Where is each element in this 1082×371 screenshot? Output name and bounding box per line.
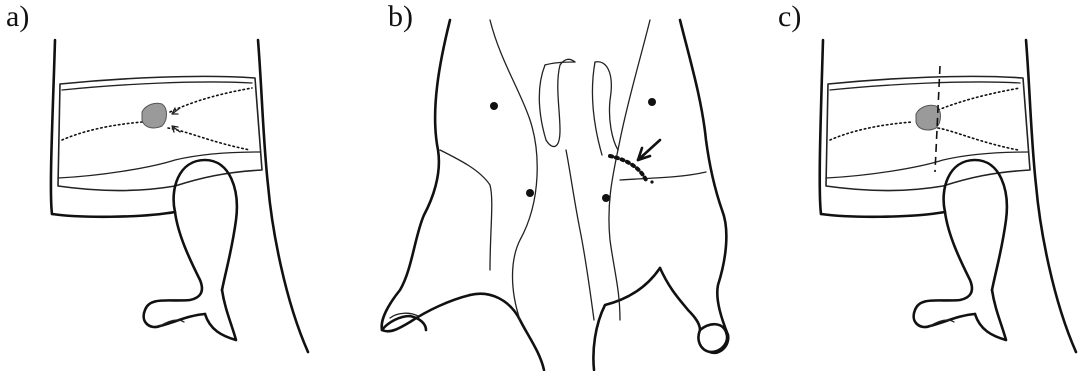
center-left-edge (470, 294, 544, 370)
center-fold (566, 150, 594, 320)
marker-dot (490, 102, 498, 110)
lesion-arrow-bottom (172, 126, 180, 132)
marker-dot (602, 194, 610, 202)
marker-dot (526, 189, 534, 197)
lesion-shape (916, 105, 941, 130)
dotted-line-left (830, 122, 912, 140)
panel-a: a) (0, 0, 320, 371)
right-fold (595, 62, 618, 150)
body-left-edge (51, 40, 55, 214)
right-fold-inner (592, 62, 602, 155)
bandage-inner-line (62, 82, 252, 90)
hoof (205, 290, 236, 340)
dotted-line-lower (938, 128, 1018, 150)
panel-c: c) (770, 0, 1082, 371)
inner-left-contour (490, 20, 537, 320)
left-foot (382, 316, 426, 330)
body-right-edge (258, 40, 308, 352)
belly-line (821, 212, 945, 217)
left-fold (539, 59, 575, 146)
left-groin-line (440, 150, 492, 270)
panel-a-drawing (0, 0, 320, 371)
leg-back-edge (144, 212, 205, 327)
right-leg (660, 268, 700, 330)
dotted-line-left (62, 122, 142, 140)
center-right-edge (593, 268, 660, 370)
marker-dot-small (650, 180, 653, 183)
belly-line (52, 212, 175, 217)
leg-back-edge (914, 212, 975, 327)
inner-right-contour (609, 20, 650, 320)
body-right-edge (1026, 40, 1076, 352)
bandage-outline (58, 76, 262, 190)
right-foot (698, 324, 727, 352)
bandage-inner-line (830, 82, 1020, 90)
hoof (975, 290, 1006, 340)
dotted-line-upper (938, 88, 1020, 110)
leg-front-edge (174, 160, 237, 290)
panel-c-drawing (770, 0, 1082, 371)
right-body-edge (680, 20, 728, 353)
lesion-shape (142, 103, 167, 128)
left-body-edge (382, 20, 470, 331)
panel-b: b) (370, 0, 760, 371)
leg-front-edge (944, 160, 1007, 290)
dotted-line-lower (168, 128, 250, 150)
right-groin-line (620, 172, 706, 180)
panel-b-drawing (370, 0, 760, 371)
body-left-edge (820, 40, 823, 214)
dotted-line-upper (170, 88, 252, 112)
marker-dot (648, 98, 656, 106)
